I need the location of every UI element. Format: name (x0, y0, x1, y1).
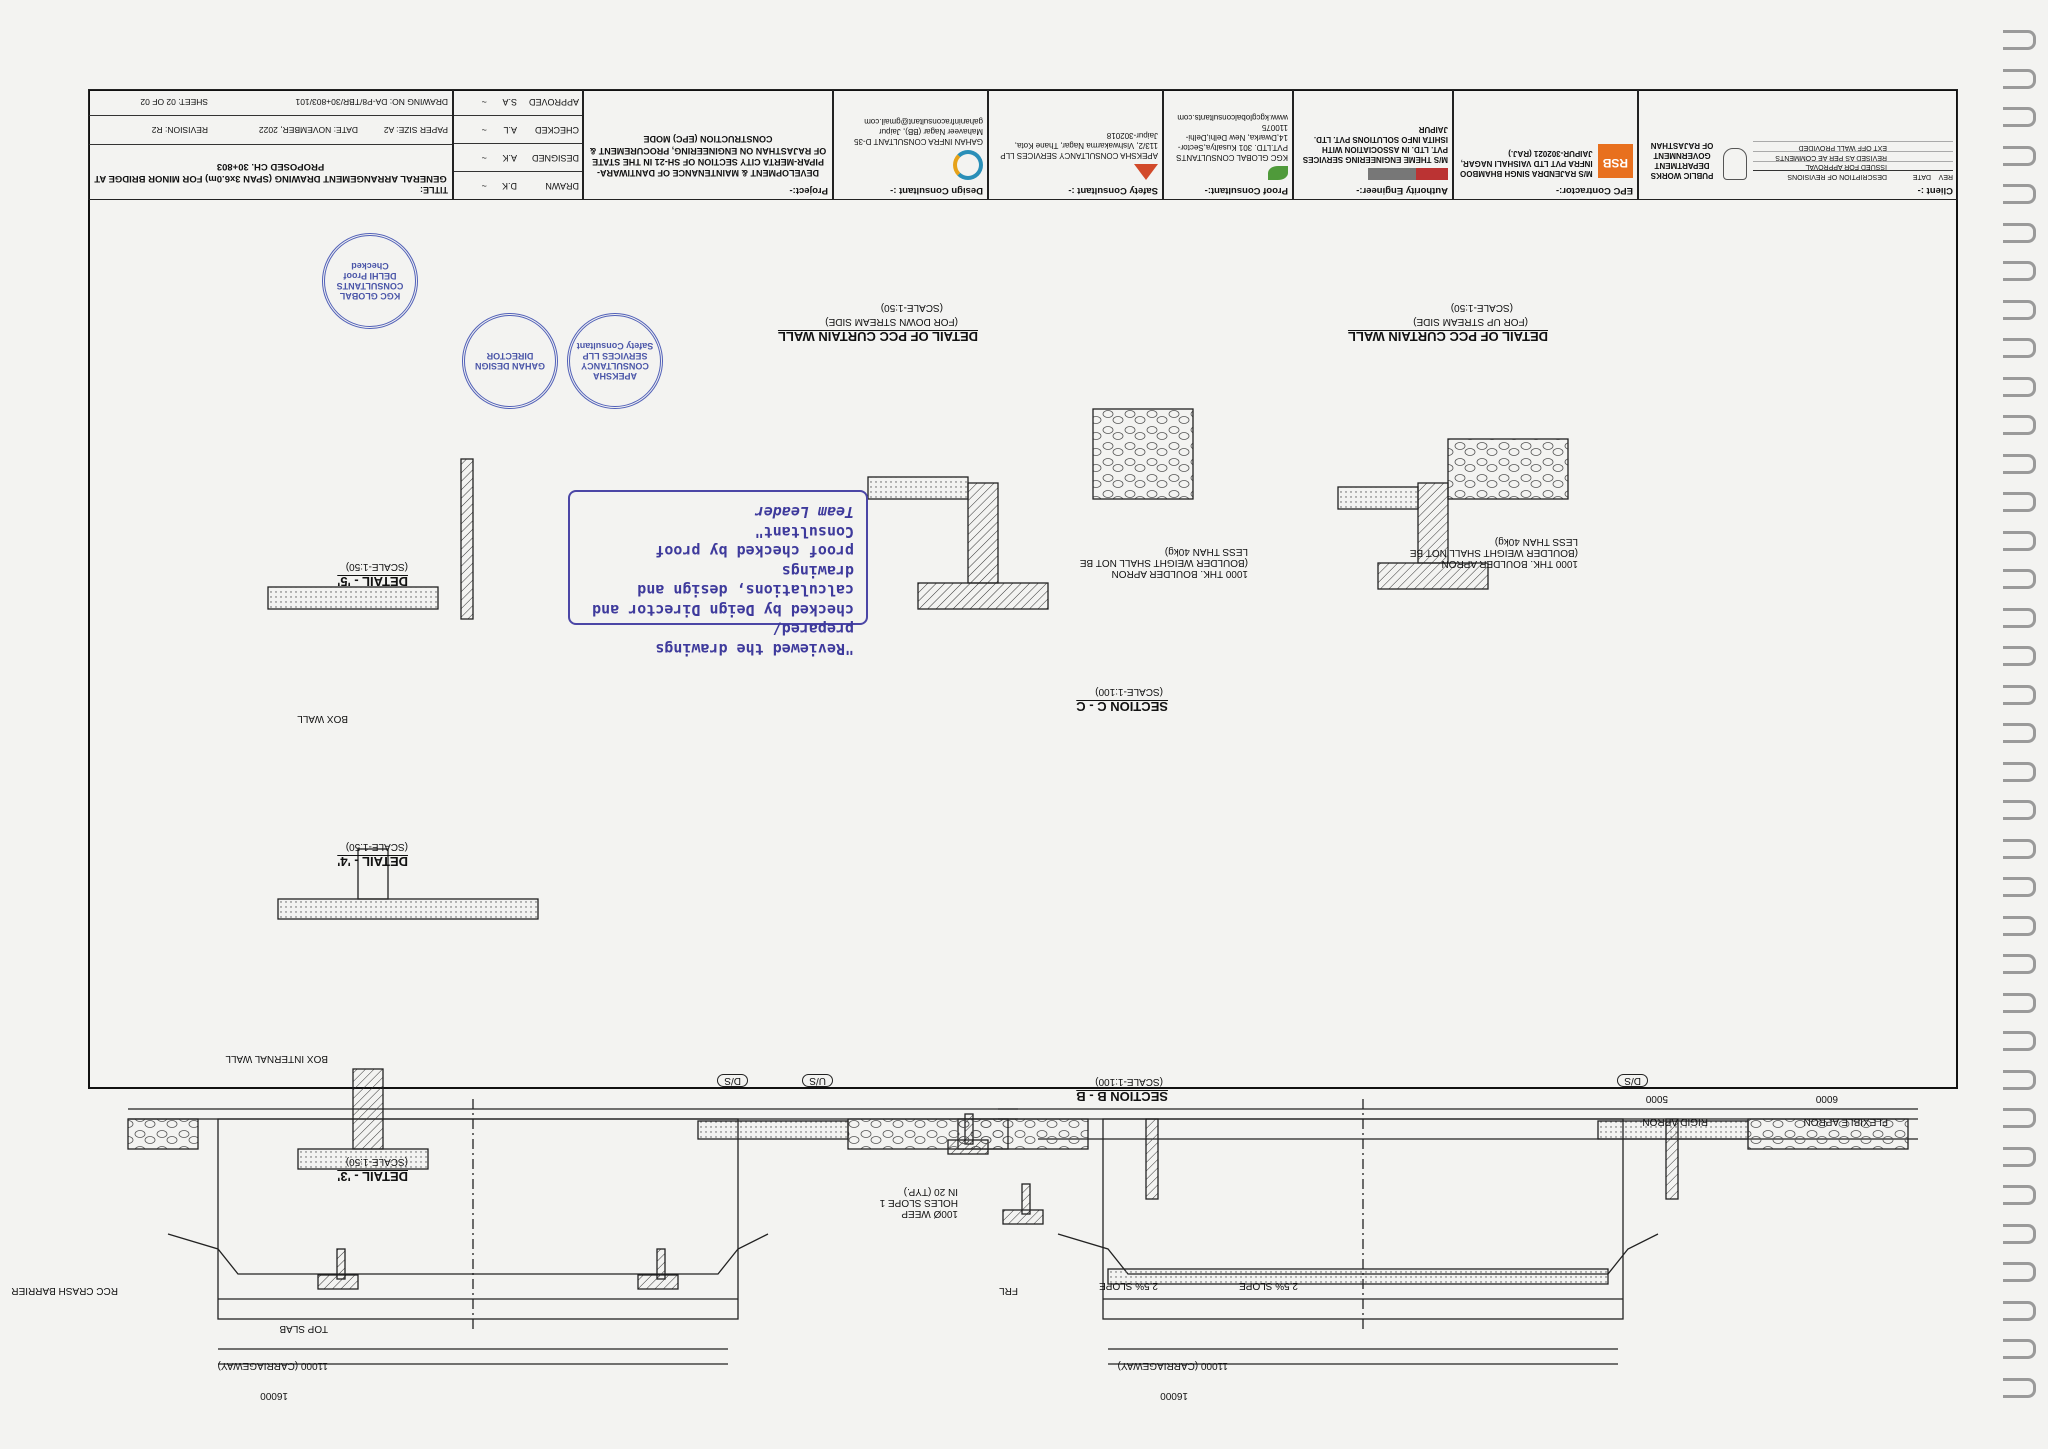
small-details (267, 458, 539, 1170)
binding-ring (2003, 68, 2036, 89)
detail-up-scale: (SCALE-1:50) (1450, 302, 1513, 313)
curtain-wall-details (867, 408, 1569, 610)
binding-ring (2003, 1185, 2036, 1205)
frl-label: FRL (999, 1285, 1018, 1296)
dim-5000: 5000 (1645, 1093, 1668, 1104)
section-bb-title: SECTION B - B (1076, 1089, 1168, 1104)
binding-ring (2003, 415, 2036, 435)
frl-label: RCC CRASH BARRIER (11, 1285, 118, 1296)
review-line: checked by Deign Director and (592, 601, 854, 619)
apeksha-safety-stamp: APEKSHA CONSULTANCY SERVICES LLP Safety … (567, 313, 663, 409)
binding-ring (2003, 646, 2036, 666)
section-bb-scale: (SCALE-1:100) (1095, 1076, 1163, 1087)
dim-16000: 16000 (260, 1390, 288, 1401)
review-line: calculations, design and drawings (637, 562, 854, 600)
binding-ring (2003, 1069, 2036, 1090)
weep-holes-label: 100Ø WEEP HOLES SLOPE 1 IN 20 (TYP.) (879, 1186, 958, 1219)
binding-ring (2003, 723, 2036, 743)
binding-ring (2003, 1339, 2036, 1359)
ds-label: D/S (717, 1074, 748, 1087)
dim-carriageway: 11000 (CARRIAGEWAY) (217, 1360, 328, 1371)
binding-ring (2003, 261, 2036, 281)
ds-label: D/S (1617, 1074, 1648, 1087)
binding-ring (2003, 492, 2036, 512)
box-internal-wall-label: BOX INTERNAL WALL (225, 1053, 328, 1064)
binding-ring (2003, 222, 2036, 243)
review-stamp: "Reviewed the drawings prepared/ checked… (568, 490, 868, 658)
gahan-stamp-text: GAHAN DESIGN DIRECTOR (475, 351, 546, 371)
dim-carriageway: 11000 (CARRIAGEWAY) (1117, 1360, 1228, 1371)
binding-ring (2003, 607, 2036, 628)
boulder-apron-label: 1000 THK. BOULDER APRON (BOULDER WEIGHT … (1409, 536, 1578, 569)
kgc-proof-stamp: KGC GLOBAL CONSULTANTS DELHI Proof Check… (322, 233, 418, 329)
binding-ring (2003, 569, 2036, 589)
review-line: proof checked by proof Consultant" (655, 523, 854, 561)
boulder-apron-label: 1000 THK. BOULDER APRON (BOULDER WEIGHT … (1079, 546, 1248, 579)
detail-up-title: DETAIL OF PCC CURTAIN WALL (1347, 329, 1548, 344)
rigid-apron-label: RIGID APRON (1642, 1116, 1708, 1127)
binding-ring (2003, 800, 2036, 820)
binding-ring (2003, 1262, 2036, 1282)
section-cc-title: SECTION C - C (1076, 699, 1168, 714)
detail4-title: DETAIL - '4' (337, 854, 408, 869)
binding-ring (2003, 1377, 2036, 1398)
us-label: U/S (802, 1074, 833, 1087)
binding-ring (2003, 338, 2036, 358)
detail-down-scale: (SCALE-1:50) (880, 302, 943, 313)
box-wall-label: BOX WALL (297, 713, 348, 724)
detail-down-sub: (FOR DOWN STREAM SIDE) (825, 316, 958, 327)
binding-ring (2003, 838, 2036, 859)
detail5-title: DETAIL - '5' (337, 574, 408, 589)
section-bb-drawing (947, 1099, 1918, 1365)
slope-label: 2.5% SLOPE (1099, 1280, 1158, 1291)
review-line: "Reviewed the drawings prepared/ (655, 620, 854, 659)
detail5-scale: (SCALE-1:50) (345, 561, 408, 572)
detail-down-title: DETAIL OF PCC CURTAIN WALL (777, 329, 978, 344)
top-slab-label: TOP SLAB (279, 1323, 328, 1334)
binding-ring (2003, 453, 2036, 474)
binding-ring (2003, 915, 2036, 936)
binding-ring (2003, 877, 2036, 897)
binding-ring (2003, 992, 2036, 1013)
binding-ring (2003, 761, 2036, 782)
detail-up-sub: (FOR UP STREAM SIDE) (1413, 316, 1528, 327)
binding-ring (2003, 1223, 2036, 1244)
dim-6000: 6000 (1815, 1093, 1838, 1104)
binding-ring (2003, 299, 2036, 320)
detail3-title: DETAIL - '3' (337, 1169, 408, 1184)
binding-ring (2003, 1300, 2036, 1321)
dim-16000: 16000 (1160, 1390, 1188, 1401)
review-signature: Team Leader (754, 503, 854, 522)
binding-ring (2003, 1108, 2036, 1128)
detail4-scale: (SCALE-1:50) (345, 841, 408, 852)
detail3-scale: (SCALE-1:50) (345, 1156, 408, 1167)
binding-ring (2003, 107, 2036, 127)
binding-ring (2003, 530, 2036, 551)
binding-ring (2003, 145, 2036, 166)
kgc-stamp-text: KGC GLOBAL CONSULTANTS DELHI Proof Check… (336, 261, 404, 301)
binding-ring (2003, 684, 2036, 705)
section-cc-scale: (SCALE-1:100) (1095, 686, 1163, 697)
binding-ring (2003, 954, 2036, 974)
slope-label: 2.5% SLOPE (1239, 1280, 1298, 1291)
section-cc-drawing (127, 1099, 1018, 1365)
binding-ring (2003, 1146, 2036, 1167)
apeksha-stamp-text: APEKSHA CONSULTANCY SERVICES LLP Safety … (576, 341, 654, 381)
binding-ring (2003, 376, 2036, 397)
binding-ring (2003, 184, 2036, 204)
binding-ring (2003, 1031, 2036, 1051)
gahan-design-stamp: GAHAN DESIGN DIRECTOR (462, 313, 558, 409)
flexible-apron-label: FLEXIBLE APRON (1803, 1116, 1888, 1127)
binding-ring (2003, 30, 2036, 50)
